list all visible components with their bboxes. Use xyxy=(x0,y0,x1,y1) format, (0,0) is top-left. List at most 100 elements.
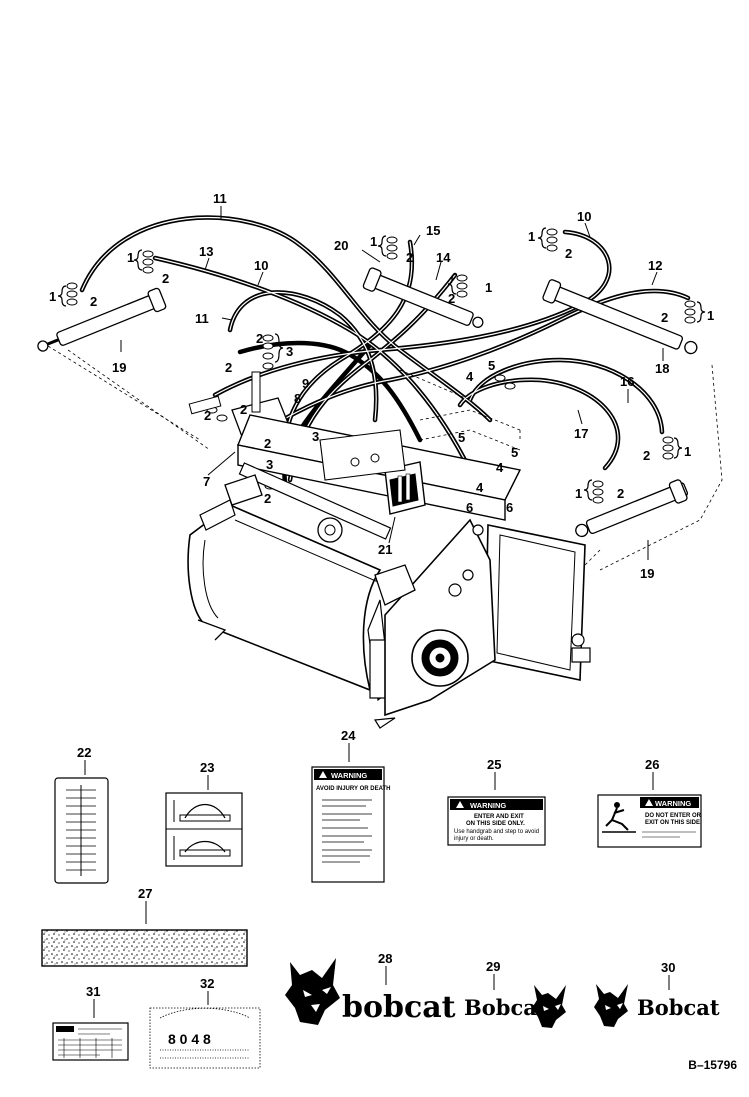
cylinder-left-19 xyxy=(37,287,167,352)
callout-23: 23 xyxy=(200,760,214,775)
attachment-frame xyxy=(187,414,591,729)
svg-text:ON THIS SIDE ONLY.: ON THIS SIDE ONLY. xyxy=(466,821,525,827)
callout-16: 16 xyxy=(620,374,634,389)
leader-lines xyxy=(57,206,706,1018)
assembly-reference-lines xyxy=(47,345,723,601)
svg-text:ENTER AND EXIT: ENTER AND EXIT xyxy=(474,814,524,820)
svg-text:AVOID INJURY OR DEATH: AVOID INJURY OR DEATH xyxy=(316,786,390,792)
decal-26-warning: WARNING DO NOT ENTER OR EXIT ON THIS SID… xyxy=(597,794,702,848)
callout-30: 30 xyxy=(661,960,675,975)
bobcat-head-icon xyxy=(594,984,628,1027)
hose-left-bundle xyxy=(237,340,423,443)
svg-text:2: 2 xyxy=(90,294,97,309)
callout-29: 29 xyxy=(486,959,500,974)
svg-text:6: 6 xyxy=(506,500,513,515)
svg-text:bobcat: bobcat xyxy=(342,990,456,1025)
hose-11 xyxy=(79,215,493,423)
callout-12: 12 xyxy=(648,258,662,273)
decal-25-warning: WARNING ENTER AND EXIT ON THIS SIDE ONLY… xyxy=(447,796,546,846)
callout-18: 18 xyxy=(655,361,669,376)
callout-15: 15 xyxy=(426,223,440,238)
decal-24-warning: WARNING AVOID INJURY OR DEATH xyxy=(311,766,390,883)
figure-number: B–15796 xyxy=(688,1058,737,1072)
svg-text:1: 1 xyxy=(684,444,691,459)
svg-text:5: 5 xyxy=(488,358,495,373)
svg-text:1: 1 xyxy=(575,486,582,501)
svg-text:injury or death.: injury or death. xyxy=(454,836,494,842)
callout-8: 8 xyxy=(294,391,301,406)
callout-20: 20 xyxy=(334,238,348,253)
svg-text:8 0 4 8: 8 0 4 8 xyxy=(168,1031,211,1047)
decal-31-serial-plate xyxy=(52,1022,129,1061)
svg-text:Bobcat: Bobcat xyxy=(637,995,720,1020)
callout-25: 25 xyxy=(487,757,501,772)
svg-text:1: 1 xyxy=(127,250,134,265)
bobcat-head-icon xyxy=(285,958,340,1025)
svg-text:2: 2 xyxy=(204,408,211,423)
svg-text:1: 1 xyxy=(485,280,492,295)
hose-17 xyxy=(457,377,621,471)
svg-text:EXIT ON THIS SIDE.: EXIT ON THIS SIDE. xyxy=(645,820,702,826)
svg-text:1: 1 xyxy=(707,308,714,323)
callout-17: 17 xyxy=(574,426,588,441)
callout-19: 19 xyxy=(112,360,126,375)
svg-text:2: 2 xyxy=(264,491,271,506)
svg-text:5: 5 xyxy=(458,430,465,445)
svg-text:5: 5 xyxy=(511,445,518,460)
callout-21: 21 xyxy=(378,542,392,557)
callout-13: 13 xyxy=(199,244,213,259)
callout-31: 31 xyxy=(86,984,100,999)
svg-text:2: 2 xyxy=(225,360,232,375)
svg-text:DO NOT ENTER OR: DO NOT ENTER OR xyxy=(645,813,702,819)
svg-text:3: 3 xyxy=(312,429,319,444)
callout-26: 26 xyxy=(645,757,659,772)
svg-text:2: 2 xyxy=(264,436,271,451)
cylinder-top-20 xyxy=(362,267,484,328)
decal-29-bobcat-logo: Bobcat xyxy=(464,985,566,1028)
svg-text:2: 2 xyxy=(661,310,668,325)
svg-text:2: 2 xyxy=(643,448,650,463)
callout-10: 10 xyxy=(577,209,591,224)
svg-text:WARNING: WARNING xyxy=(655,799,691,808)
svg-text:4: 4 xyxy=(496,460,504,475)
cylinder-lower-right-19 xyxy=(575,479,688,538)
callout-19: 19 xyxy=(640,566,654,581)
svg-text:3: 3 xyxy=(286,344,293,359)
callout-28: 28 xyxy=(378,951,392,966)
decal-30-bobcat-logo: Bobcat xyxy=(594,984,720,1027)
svg-text:2: 2 xyxy=(162,271,169,286)
cylinder-right-18 xyxy=(542,279,698,355)
svg-text:WARNING: WARNING xyxy=(470,801,506,810)
svg-text:3: 3 xyxy=(266,457,273,472)
decal-23-instruction xyxy=(165,792,243,867)
svg-text:6: 6 xyxy=(466,500,473,515)
svg-text:2: 2 xyxy=(617,486,624,501)
decal-28-bobcat-logo: bobcat xyxy=(285,958,456,1025)
callout-22: 22 xyxy=(77,745,91,760)
callout-11: 11 xyxy=(195,311,209,326)
svg-text:2: 2 xyxy=(240,402,247,417)
bobcat-head-icon xyxy=(532,985,566,1028)
callout-27: 27 xyxy=(138,886,152,901)
hose-16 xyxy=(467,357,665,435)
callout-10: 10 xyxy=(254,258,268,273)
callout-11: 11 xyxy=(213,191,227,206)
svg-text:4: 4 xyxy=(466,369,474,384)
svg-text:4: 4 xyxy=(476,480,484,495)
callout-14: 14 xyxy=(436,250,451,265)
svg-text:2: 2 xyxy=(448,291,455,306)
svg-text:1: 1 xyxy=(528,229,535,244)
callouts: 11 15 20 14 13 10 10 12 19 11 18 16 17 1… xyxy=(49,191,714,999)
callout-7: 7 xyxy=(203,474,210,489)
svg-text:1: 1 xyxy=(370,234,377,249)
decal-27-grip-strip xyxy=(41,929,248,967)
callout-24: 24 xyxy=(341,728,356,743)
callout-9: 9 xyxy=(302,376,309,391)
decal-32-numbered: 8 0 4 8 xyxy=(149,1007,261,1069)
decal-22-depth-scale xyxy=(54,777,109,884)
svg-text:1: 1 xyxy=(49,289,56,304)
svg-text:2: 2 xyxy=(406,250,413,265)
svg-text:Use handgrab and step to avoid: Use handgrab and step to avoid xyxy=(454,829,539,835)
svg-text:2: 2 xyxy=(565,246,572,261)
